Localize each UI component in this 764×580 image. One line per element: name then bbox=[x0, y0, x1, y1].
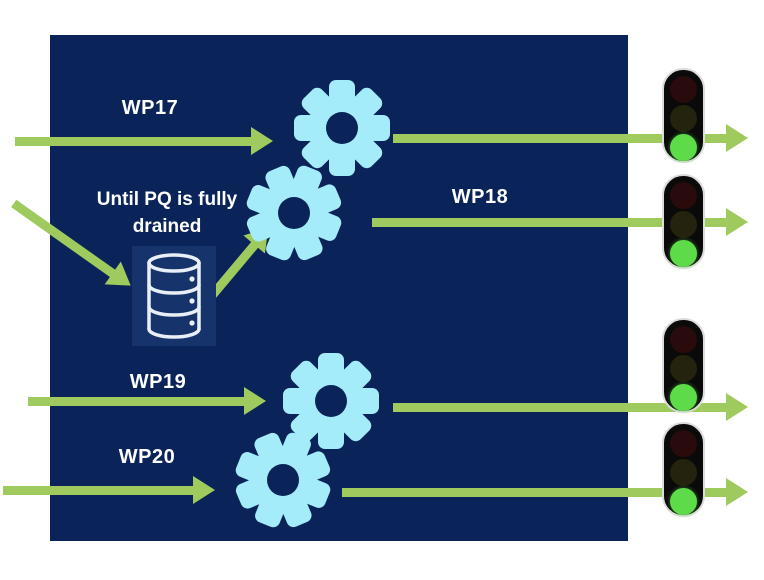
arrow-head bbox=[726, 208, 748, 236]
gear-icon bbox=[294, 80, 390, 176]
flow-label-wp18: WP18 bbox=[451, 186, 509, 208]
flow-label-wp19: WP19 bbox=[129, 371, 187, 393]
traffic-light-icon bbox=[662, 174, 705, 269]
green-lamp bbox=[670, 134, 697, 161]
red-lamp bbox=[670, 430, 697, 457]
red-lamp bbox=[670, 76, 697, 103]
gear-icon bbox=[246, 165, 342, 261]
arrow-shaft bbox=[393, 402, 728, 412]
yellow-lamp bbox=[670, 105, 697, 132]
red-lamp bbox=[670, 326, 697, 353]
wp17-output-arrow bbox=[393, 124, 748, 152]
arrow-shaft bbox=[3, 485, 195, 495]
arrow-head bbox=[726, 478, 748, 506]
yellow-lamp bbox=[670, 459, 697, 486]
wp17-input-arrow bbox=[15, 127, 273, 155]
wp20-output-arrow bbox=[342, 478, 748, 506]
flow-label-wp20: WP20 bbox=[118, 446, 176, 468]
traffic-light-icon bbox=[662, 422, 705, 517]
traffic-light-icon bbox=[662, 68, 705, 163]
red-lamp bbox=[670, 182, 697, 209]
arrow-shaft bbox=[372, 217, 728, 227]
arrow-head bbox=[726, 124, 748, 152]
traffic-light-icon bbox=[662, 318, 705, 413]
wp19-input-arrow bbox=[28, 387, 266, 415]
green-lamp bbox=[670, 384, 697, 411]
arrow-shaft bbox=[15, 136, 253, 146]
yellow-lamp bbox=[670, 355, 697, 382]
green-lamp bbox=[670, 488, 697, 515]
queue-note: Until PQ is fully drained bbox=[96, 189, 238, 237]
green-lamp bbox=[670, 240, 697, 267]
wp19-output-arrow bbox=[393, 393, 748, 421]
database-icon bbox=[132, 246, 216, 346]
wp18-output-arrow bbox=[372, 208, 748, 236]
wp20-input-arrow bbox=[3, 476, 215, 504]
arrow-shaft bbox=[342, 487, 728, 497]
gear-icon bbox=[235, 432, 331, 528]
arrow-shaft bbox=[28, 396, 246, 406]
flow-label-wp17: WP17 bbox=[121, 97, 179, 119]
arrow-head bbox=[193, 476, 215, 504]
arrow-head bbox=[251, 127, 273, 155]
arrow-head bbox=[726, 393, 748, 421]
gear-icon bbox=[283, 353, 379, 449]
arrow-shaft bbox=[393, 133, 728, 143]
arrow-head bbox=[244, 387, 266, 415]
yellow-lamp bbox=[670, 211, 697, 238]
